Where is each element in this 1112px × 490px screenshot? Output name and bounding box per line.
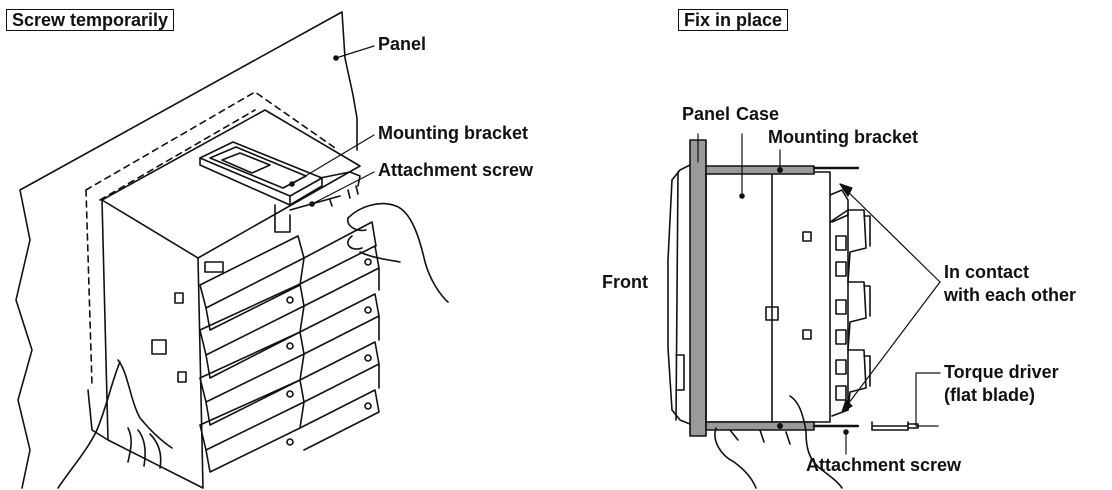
label-torque-driver-line1: Torque driver: [944, 362, 1059, 382]
label-mounting-bracket-left: Mounting bracket: [378, 123, 529, 143]
left-mounting-bracket: [199, 141, 323, 206]
right-title: Fix in place: [678, 9, 789, 31]
right-torque-driver: [871, 421, 919, 431]
left-panel-sheet: [15, 11, 358, 489]
left-leaders: [289, 45, 375, 207]
left-attachment-screw: [274, 171, 361, 233]
right-mounting-bracket-bottom: [705, 421, 860, 431]
right-rear-terminals: [829, 189, 871, 417]
label-attachment-screw-left: Attachment screw: [378, 160, 534, 180]
left-panel-cutout: [85, 91, 339, 386]
right-case-body: [705, 171, 831, 423]
left-case-body: [87, 109, 361, 489]
left-title: Screw temporarily: [6, 9, 175, 31]
right-hand: [714, 395, 843, 489]
label-front: Front: [602, 272, 648, 292]
left-connector-modules: [199, 221, 380, 473]
right-panel-plate: [689, 139, 707, 437]
label-torque-driver-line2: (flat blade): [944, 385, 1036, 405]
label-in-contact-line2: with each other: [944, 285, 1077, 305]
label-case: Case: [736, 104, 780, 124]
label-panel-left: Panel: [378, 34, 427, 54]
label-attachment-screw-right: Attachment screw: [806, 455, 962, 475]
right-leaders: [697, 133, 941, 455]
label-mounting-bracket-right: Mounting bracket: [768, 127, 919, 147]
right-front-bezel: [667, 164, 691, 425]
left-hand-right: [346, 202, 449, 303]
right-mounting-bracket-top: [705, 165, 860, 175]
label-in-contact-line1: In contact: [944, 262, 1030, 282]
left-hand-lower: [57, 359, 173, 489]
label-panel-right: Panel: [682, 104, 731, 124]
